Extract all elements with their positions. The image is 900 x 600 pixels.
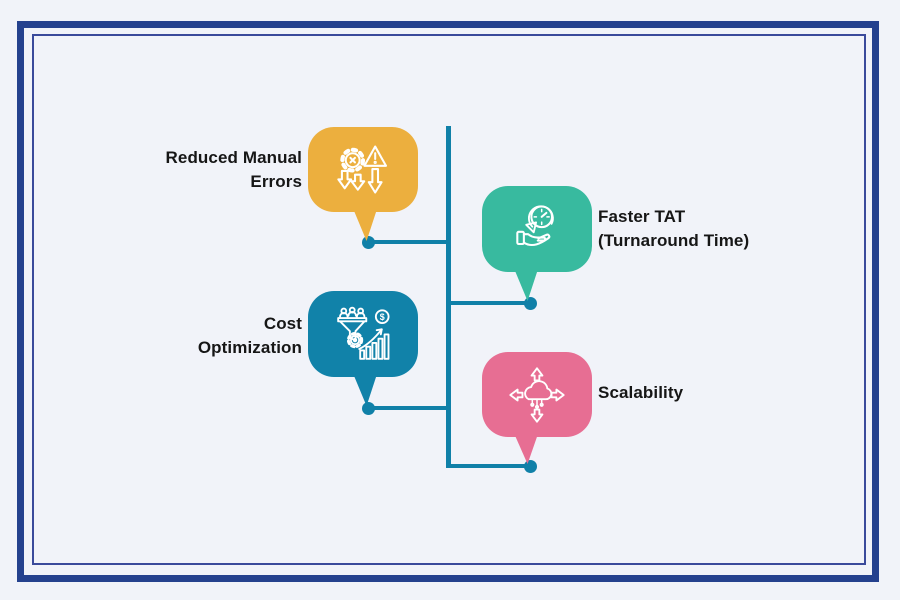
connector-node-3 [362,402,375,415]
bubble-faster-tat [482,186,592,272]
dollar-symbol: $ [380,312,385,322]
label-reduced-manual-errors: Reduced Manual Errors [165,148,302,191]
connector-node-2 [524,297,537,310]
bubble-cost-optimization: $ [308,291,418,377]
label-cost-optimization: Cost Optimization [197,314,302,357]
outer-border [17,21,879,582]
connector-node-4 [524,460,537,473]
cloud-expand-arrows-icon [509,366,565,423]
label-scalability: Scalability [598,383,684,402]
bubble-scalability [482,352,592,437]
connector-branch-2 [450,301,530,305]
connector-branch-4 [450,464,530,468]
connector-spine [446,126,451,468]
connector-branch-1 [367,240,447,244]
gear-error-warning-down-arrows-icon [337,145,387,194]
connector-branch-3 [367,406,447,410]
inner-border [32,34,866,565]
label-faster-tat: Faster TAT (Turnaround Time) [598,207,750,250]
bubble-reduced-manual-errors [308,127,418,212]
hand-holding-stopwatch-icon [516,205,554,246]
people-funnel-gear-growth-chart-dollar-icon: $ [337,306,390,360]
connector-node-1 [362,236,375,249]
